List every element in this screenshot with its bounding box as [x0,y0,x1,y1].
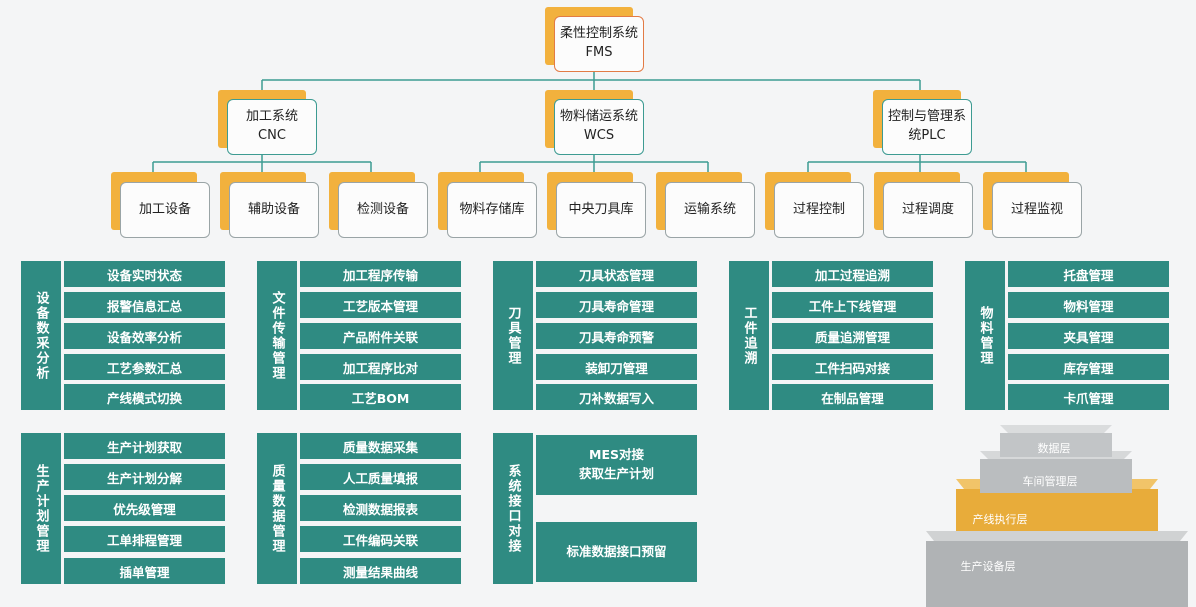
module-title: 系统接口对接 [493,433,533,584]
module-item: 优先级管理 [64,495,225,521]
module-item: 工艺BOM [300,384,461,410]
module-item: 加工过程追溯 [772,261,933,287]
cnc-child-machining-equipment: 加工设备 [111,172,211,240]
plc-child-process-scheduling: 过程调度 [874,172,974,240]
module-file-transfer: 文件传输管理 加工程序传输 工艺版本管理 产品附件关联 加工程序比对 工艺BOM [257,261,461,410]
module-title: 刀具管理 [493,261,533,410]
module-item: 装卸刀管理 [536,354,697,380]
module-item: 刀具状态管理 [536,261,697,287]
module-title: 设备数采分析 [21,261,61,410]
subsystem-wcs: 物料储运系统 WCS [545,90,645,156]
module-item: 刀具寿命管理 [536,292,697,318]
subsystem-cnc-label: 加工系统 CNC [245,109,298,143]
module-item: 夹具管理 [1008,323,1169,349]
module-item: 生产计划分解 [64,464,225,490]
pyramid-label-equipment: 生产设备层 [960,560,1016,573]
subsystem-plc: 控制与管理系 统PLC [873,90,973,156]
module-item: 工件编码关联 [300,526,461,552]
module-item: 加工程序比对 [300,354,461,380]
module-item: 库存管理 [1008,354,1169,380]
module-item: 卡爪管理 [1008,384,1169,410]
module-item: 人工质量填报 [300,464,461,490]
module-quality-data: 质量数据管理 质量数据采集 人工质量填报 检测数据报表 工件编码关联 测量结果曲… [257,433,461,584]
module-item: 检测数据报表 [300,495,461,521]
module-item: 物料管理 [1008,292,1169,318]
module-item: 在制品管理 [772,384,933,410]
module-item: 产线模式切换 [64,384,225,410]
pyramid-layer-bottom-top [926,531,1188,541]
pyramid-layer-middle [980,459,1132,493]
root-node-fms: 柔性控制系统 FMS [545,7,645,73]
module-system-interface: 系统接口对接 MES对接 获取生产计划 标准数据接口预留 [493,433,697,584]
module-item: 质量追溯管理 [772,323,933,349]
module-material-mgmt: 物料管理 托盘管理 物料管理 夹具管理 库存管理 卡爪管理 [965,261,1169,410]
pyramid-layer-top [1000,433,1112,457]
module-equipment-data: 设备数采分析 设备实时状态 报警信息汇总 设备效率分析 工艺参数汇总 产线模式切… [21,261,225,410]
module-production-plan: 生产计划管理 生产计划获取 生产计划分解 优先级管理 工单排程管理 插单管理 [21,433,225,584]
module-item: 插单管理 [64,558,225,584]
wcs-child-transport-system: 运输系统 [656,172,756,240]
wcs-child-material-storage: 物料存储库 [438,172,538,240]
pyramid-layer-top-cap [1000,425,1112,433]
cnc-child-auxiliary-equipment: 辅助设备 [220,172,320,240]
module-item: 工件扫码对接 [772,354,933,380]
module-item: 设备效率分析 [64,323,225,349]
pyramid-graphic [926,425,1188,607]
module-item: 刀补数据写入 [536,384,697,410]
pyramid-label-workshop: 车间管理层 [1022,475,1078,488]
module-tool-mgmt: 刀具管理 刀具状态管理 刀具寿命管理 刀具寿命预警 装卸刀管理 刀补数据写入 [493,261,697,410]
plc-child-process-monitoring: 过程监视 [983,172,1083,240]
module-item: 设备实时状态 [64,261,225,287]
subsystem-plc-label: 控制与管理系 统PLC [887,109,966,143]
module-title: 文件传输管理 [257,261,297,410]
cnc-child-inspection-equipment: 检测设备 [329,172,429,240]
subsystem-wcs-label: 物料储运系统 WCS [559,109,638,143]
module-item: 工艺参数汇总 [64,354,225,380]
plc-child-process-control: 过程控制 [765,172,865,240]
module-item: 刀具寿命预警 [536,323,697,349]
module-item: 报警信息汇总 [64,292,225,318]
subsystem-cnc: 加工系统 CNC [218,90,318,156]
root-title: 柔性控制系统 FMS [559,26,638,60]
module-item: 产品附件关联 [300,323,461,349]
wcs-child-central-tool-store: 中央刀具库 [547,172,647,240]
module-title: 工件追溯 [729,261,769,410]
module-item: 加工程序传输 [300,261,461,287]
module-title: 物料管理 [965,261,1005,410]
module-item: MES对接 获取生产计划 [536,435,697,495]
module-item: 标准数据接口预留 [536,522,697,582]
pyramid-label-data: 数据层 [1037,442,1071,455]
pyramid-layer-highlight [956,489,1158,531]
module-workpiece-trace: 工件追溯 加工过程追溯 工件上下线管理 质量追溯管理 工件扫码对接 在制品管理 [729,261,933,410]
module-item: 质量数据采集 [300,433,461,459]
module-item: 生产计划获取 [64,433,225,459]
layer-pyramid: 数据层 车间管理层 产线执行层 生产设备层 [918,415,1196,607]
module-item: 工艺版本管理 [300,292,461,318]
pyramid-layer-bottom [926,541,1188,607]
module-item: 工件上下线管理 [772,292,933,318]
module-item: 测量结果曲线 [300,558,461,584]
module-item: 托盘管理 [1008,261,1169,287]
module-item: 工单排程管理 [64,526,225,552]
module-title: 生产计划管理 [21,433,61,584]
module-title: 质量数据管理 [257,433,297,584]
pyramid-label-line-execution: 产线执行层 [972,513,1028,526]
